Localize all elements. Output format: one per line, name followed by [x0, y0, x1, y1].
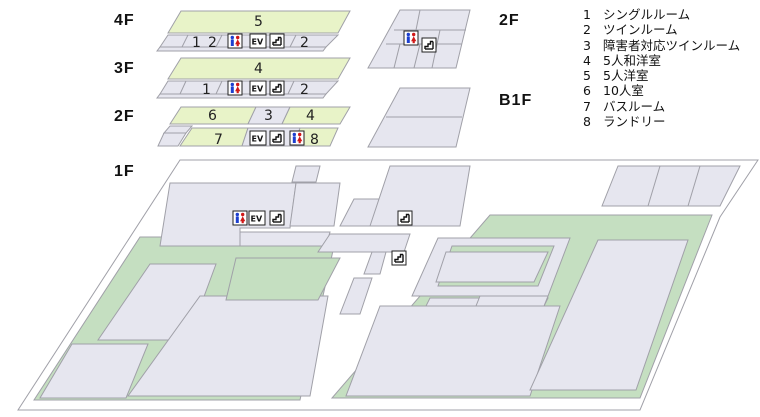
- stairs-icon: [391, 250, 407, 266]
- restroom-icon: [232, 210, 248, 226]
- room-number: 2: [300, 35, 309, 51]
- restroom-icon: [289, 130, 305, 146]
- room-number: 1: [192, 35, 201, 51]
- stairs-icon: [397, 210, 413, 226]
- room-number: 4: [254, 61, 263, 77]
- room-number: 6: [208, 108, 217, 124]
- svg-text:EV: EV: [251, 215, 263, 224]
- elevator-icon: EV: [248, 210, 266, 226]
- svg-text:EV: EV: [252, 85, 264, 94]
- stairs-icon: [269, 33, 285, 49]
- room-4-3f[interactable]: [167, 57, 351, 80]
- svg-text:EV: EV: [252, 38, 264, 47]
- 3f-rooms-band: [159, 80, 340, 95]
- restroom-icon: [227, 33, 243, 49]
- annex-b1f: [367, 87, 471, 148]
- elevator-icon: EV: [249, 80, 267, 96]
- floor-label-1f: 1F: [114, 163, 135, 180]
- stairs-icon: [269, 130, 285, 146]
- room-number: 2: [208, 35, 217, 51]
- floor-label-b1f: B1F: [499, 92, 532, 109]
- floor-label-4f: 4F: [114, 12, 135, 29]
- elevator-icon: EV: [249, 130, 267, 146]
- room-number: 1: [202, 82, 211, 98]
- stairs-icon: [269, 80, 285, 96]
- room-number: 5: [254, 14, 263, 30]
- annex-2f: [367, 9, 471, 69]
- svg-text:EV: EV: [252, 135, 264, 144]
- restroom-icon: [403, 30, 419, 46]
- stairs-icon: [421, 37, 437, 53]
- floor-label-annex-2f: 2F: [499, 12, 520, 29]
- room-4-2f[interactable]: [281, 106, 351, 125]
- restroom-icon: [227, 80, 243, 96]
- floor-label-3f: 3F: [114, 60, 135, 77]
- room-number: 8: [310, 132, 319, 148]
- room-number: 3: [264, 108, 273, 124]
- room-5-4f[interactable]: [167, 10, 351, 34]
- stairs-icon: [269, 210, 285, 226]
- room-number: 2: [300, 82, 309, 98]
- elevator-icon: EV: [249, 33, 267, 49]
- floor-1f: [17, 159, 759, 411]
- room-number: 4: [306, 108, 315, 124]
- floor-label-2f: 2F: [114, 108, 135, 125]
- room-number: 7: [214, 132, 223, 148]
